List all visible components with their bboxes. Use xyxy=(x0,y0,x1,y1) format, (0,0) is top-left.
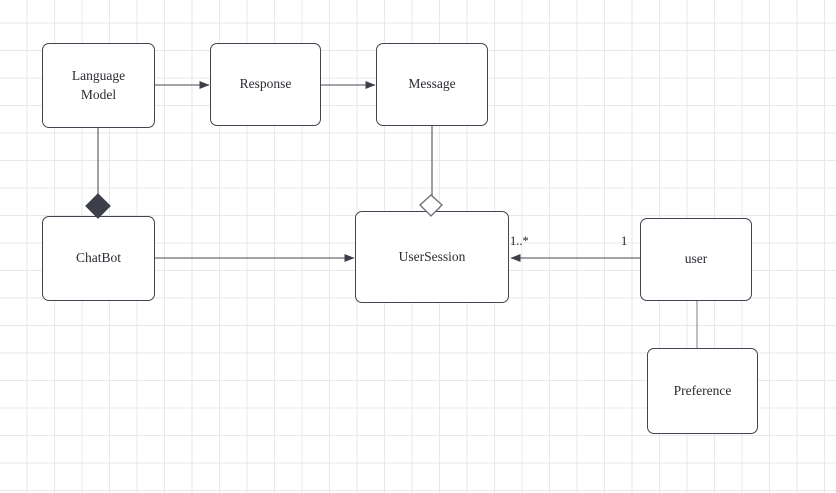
node-user[interactable]: user xyxy=(640,218,752,301)
node-preference-label: Preference xyxy=(673,382,732,398)
node-language-model[interactable]: Language Model xyxy=(42,43,155,128)
node-message-label: Message xyxy=(408,76,456,92)
multiplicity-label-user: 1 xyxy=(621,234,628,248)
node-chatbot-label: ChatBot xyxy=(75,250,121,266)
node-language-model-label-line1: Language xyxy=(71,68,126,84)
node-language-model-label: Language Model xyxy=(72,67,125,103)
node-user-label: user xyxy=(684,251,708,267)
filled-diamond-icon xyxy=(85,193,111,219)
node-usersession-label: UserSession xyxy=(398,248,466,264)
hollow-diamond-icon xyxy=(419,194,443,217)
node-language-model-label-line2: Model xyxy=(80,86,117,102)
node-chatbot[interactable]: ChatBot xyxy=(42,216,155,301)
node-response[interactable]: Response xyxy=(210,43,321,126)
multiplicity-label-usersession: 1..* xyxy=(510,234,529,248)
node-usersession[interactable]: UserSession xyxy=(355,211,509,303)
node-response-label: Response xyxy=(239,76,292,92)
node-message[interactable]: Message xyxy=(376,43,488,126)
node-preference[interactable]: Preference xyxy=(647,348,758,434)
